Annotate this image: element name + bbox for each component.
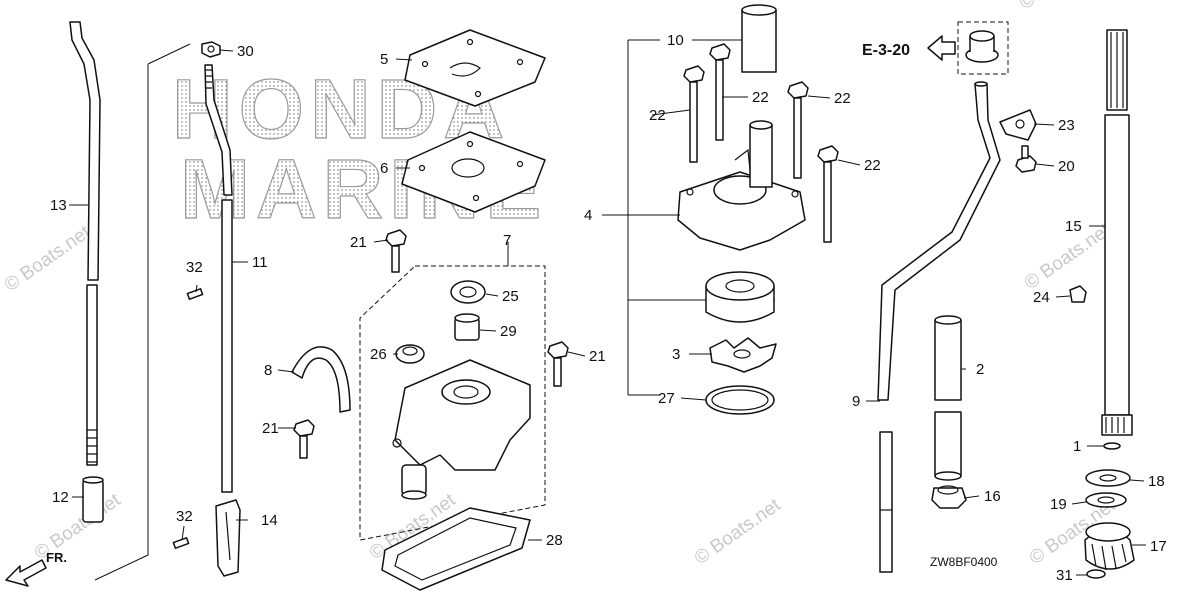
part-7-pump-case [392,359,531,500]
part-5-plate [404,29,546,107]
callout-22-b: 22 [752,89,769,106]
callout-11: 11 [252,254,268,271]
part-2-tube [934,315,962,481]
reference-arrow-icon [927,35,956,61]
diagram-code: ZW8BF0400 [930,555,998,569]
callout-10: 10 [667,32,684,49]
callout-27: 27 [658,390,675,407]
callout-6: 6 [380,160,388,177]
group-bracket-7 [359,265,546,541]
watermark-site-7: © Boats.net [1016,0,1110,14]
callout-16: 16 [984,488,1001,505]
front-arrow-icon [5,559,47,587]
front-indicator-label: FR. [46,550,67,565]
group-bracket-10 [627,39,705,396]
part-26-seal [395,344,425,364]
callout-22-d: 22 [864,157,881,174]
callout-4: 4 [584,207,592,224]
callout-22-a: 22 [649,107,666,124]
part-22-bolt-b [709,43,731,141]
callout-2: 2 [976,361,984,378]
part-11-shift-shaft [204,64,233,493]
part-22-bolt-a [683,65,705,163]
part-9-water-tube [877,81,1001,573]
callout-3: 3 [672,346,680,363]
callout-30: 30 [237,43,254,60]
part-19-shim [1085,492,1127,508]
part-21-bolt-right [547,341,569,387]
callout-32-lower: 32 [176,508,193,525]
callout-9: 9 [852,393,860,410]
part-18-washer [1085,469,1131,487]
part-1-circlip [1103,442,1121,450]
part-15-vertical-shaft [1101,29,1133,436]
callout-21-right: 21 [589,348,606,365]
part-10-sleeve [741,4,777,73]
callout-20: 20 [1058,158,1075,175]
part-21-bolt-upper [385,229,407,273]
part-17-pinion-gear [1084,522,1135,571]
part-11-impeller-housing [705,271,775,323]
callout-17: 17 [1150,538,1167,555]
part-14-clip [215,499,241,577]
part-12-rod-joint [82,476,104,523]
part-32-pin-upper [186,288,204,300]
leader-lines [69,39,1146,576]
part-24-key [1069,285,1087,303]
part-22-bolt-d [817,145,839,243]
watermark-site-2: © Boats.net [31,489,125,564]
group-bracket-left [94,43,191,581]
part-32-pin-lower [172,537,190,549]
callout-23: 23 [1058,117,1075,134]
reference-label: E-3-20 [862,42,910,59]
callout-19: 19 [1050,496,1067,513]
part-30-nut [201,41,221,58]
part-3-impeller [709,337,777,373]
part-23-bracket [999,109,1037,141]
callout-8: 8 [264,362,272,379]
part-4-pump-housing [677,120,806,251]
callout-7: 7 [503,232,511,249]
part-28-gasket [381,507,531,591]
callout-15: 15 [1065,218,1082,235]
part-22-bolt-c [787,81,809,179]
callout-32-upper: 32 [186,259,203,276]
callout-22-c: 22 [834,90,851,107]
callout-21-left: 21 [262,420,279,437]
callout-26: 26 [370,346,387,363]
callout-29: 29 [500,323,517,340]
e-3-20-seal [957,21,1009,75]
part-16-grommet [931,485,967,509]
part-29-bushing [454,313,480,341]
callout-5: 5 [380,51,388,68]
part-20-bolt [1015,145,1037,173]
callout-1: 1 [1073,438,1081,455]
callout-12: 12 [52,489,69,506]
callout-18: 18 [1148,473,1165,490]
part-25-bearing [450,280,486,304]
callout-14: 14 [261,512,278,529]
callout-13: 13 [50,197,67,214]
callout-24: 24 [1033,289,1050,306]
part-6-plate [401,131,546,213]
part-13-shift-rod [69,21,101,466]
part-8-grommet [291,346,351,413]
callout-31: 31 [1056,567,1073,584]
part-31-circlip [1086,569,1106,579]
callout-21-upper: 21 [350,234,367,251]
callout-25: 25 [502,288,519,305]
watermark-site-1: © Boats.net [1,221,95,296]
part-21-bolt-left [293,419,315,459]
part-27-gasket-ring [705,385,775,415]
callout-28: 28 [546,532,563,549]
watermark-site-4: © Boats.net [691,494,785,569]
